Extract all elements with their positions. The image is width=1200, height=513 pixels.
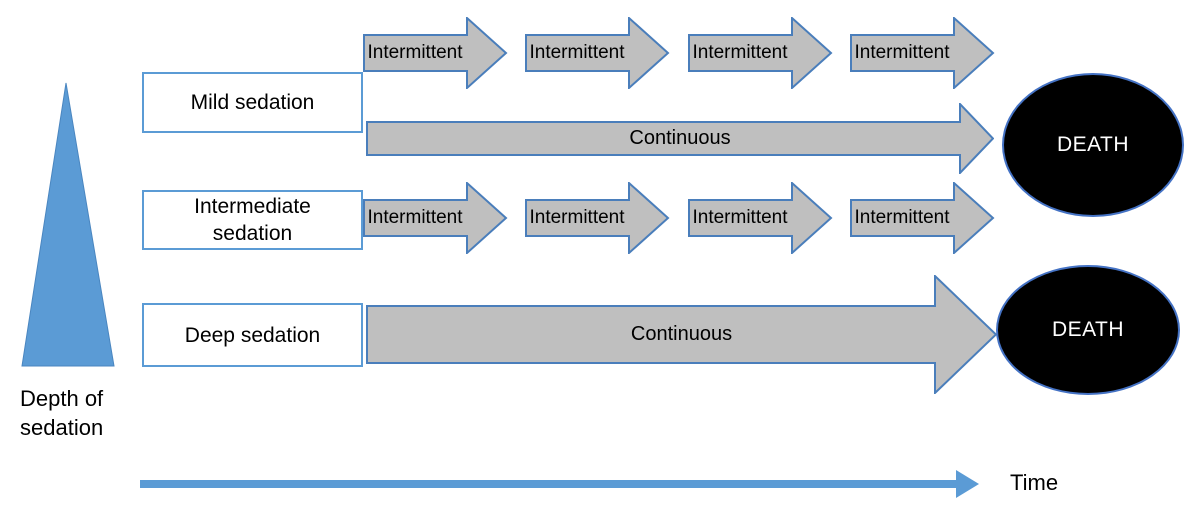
mild-sedation-label: Mild sedation: [190, 91, 315, 114]
depth-axis-label: Depth of sedation: [20, 384, 103, 442]
right-arrow-icon: [366, 103, 994, 174]
intermittent-arrow-label: Intermittent: [854, 42, 950, 63]
death-ellipse-bottom: DEATH: [996, 265, 1180, 395]
mild-sedation-box: Mild sedation: [142, 72, 363, 133]
right-arrow-icon: [363, 17, 508, 89]
time-axis-arrow-icon: [140, 470, 979, 498]
intermittent-arrow: Intermittent: [850, 17, 995, 89]
continuous-arrow-label: Continuous: [629, 127, 731, 149]
continuous-arrow-mild: Continuous: [366, 103, 994, 174]
intermittent-arrow-label: Intermittent: [854, 207, 950, 228]
intermittent-arrow-label: Intermittent: [367, 42, 463, 63]
intermittent-arrow-label: Intermittent: [692, 207, 788, 228]
death-label: DEATH: [1051, 318, 1125, 341]
intermediate-sedation-box: Intermediate sedation: [142, 190, 363, 250]
intermittent-arrow: Intermittent: [525, 17, 670, 89]
sedation-depth-triangle-icon: [21, 82, 115, 367]
intermittent-arrow: Intermittent: [688, 17, 833, 89]
right-arrow-icon: [850, 182, 995, 254]
right-arrow-icon: [363, 182, 508, 254]
deep-sedation-box: Deep sedation: [142, 303, 363, 367]
time-axis-label: Time: [1010, 470, 1059, 495]
intermediate-sedation-label-line1: Intermediate: [194, 195, 311, 218]
intermittent-arrow-label: Intermittent: [529, 42, 625, 63]
deep-sedation-label: Deep sedation: [184, 323, 321, 347]
depth-axis-label-line1: Depth of: [20, 386, 104, 411]
intermediate-sedation-label-line2: sedation: [212, 222, 293, 245]
intermittent-arrow: Intermittent: [363, 182, 508, 254]
right-arrow-icon: [366, 275, 997, 394]
intermittent-arrow-label: Intermittent: [529, 207, 625, 228]
intermittent-arrow-label: Intermittent: [367, 207, 463, 228]
intermittent-arrow: Intermittent: [363, 17, 508, 89]
death-ellipse-top: DEATH: [1002, 73, 1184, 217]
death-label: DEATH: [1056, 133, 1130, 156]
intermittent-arrow: Intermittent: [850, 182, 995, 254]
depth-axis-label-line2: sedation: [20, 415, 104, 440]
right-arrow-icon: [525, 182, 670, 254]
right-arrow-icon: [688, 182, 833, 254]
right-arrow-icon: [688, 17, 833, 89]
intermittent-arrow: Intermittent: [525, 182, 670, 254]
continuous-arrow-deep: Continuous: [366, 275, 997, 394]
right-arrow-icon: [850, 17, 995, 89]
intermittent-arrow: Intermittent: [688, 182, 833, 254]
continuous-arrow-label: Continuous: [630, 323, 733, 345]
right-arrow-icon: [525, 17, 670, 89]
intermittent-arrow-label: Intermittent: [692, 42, 788, 63]
